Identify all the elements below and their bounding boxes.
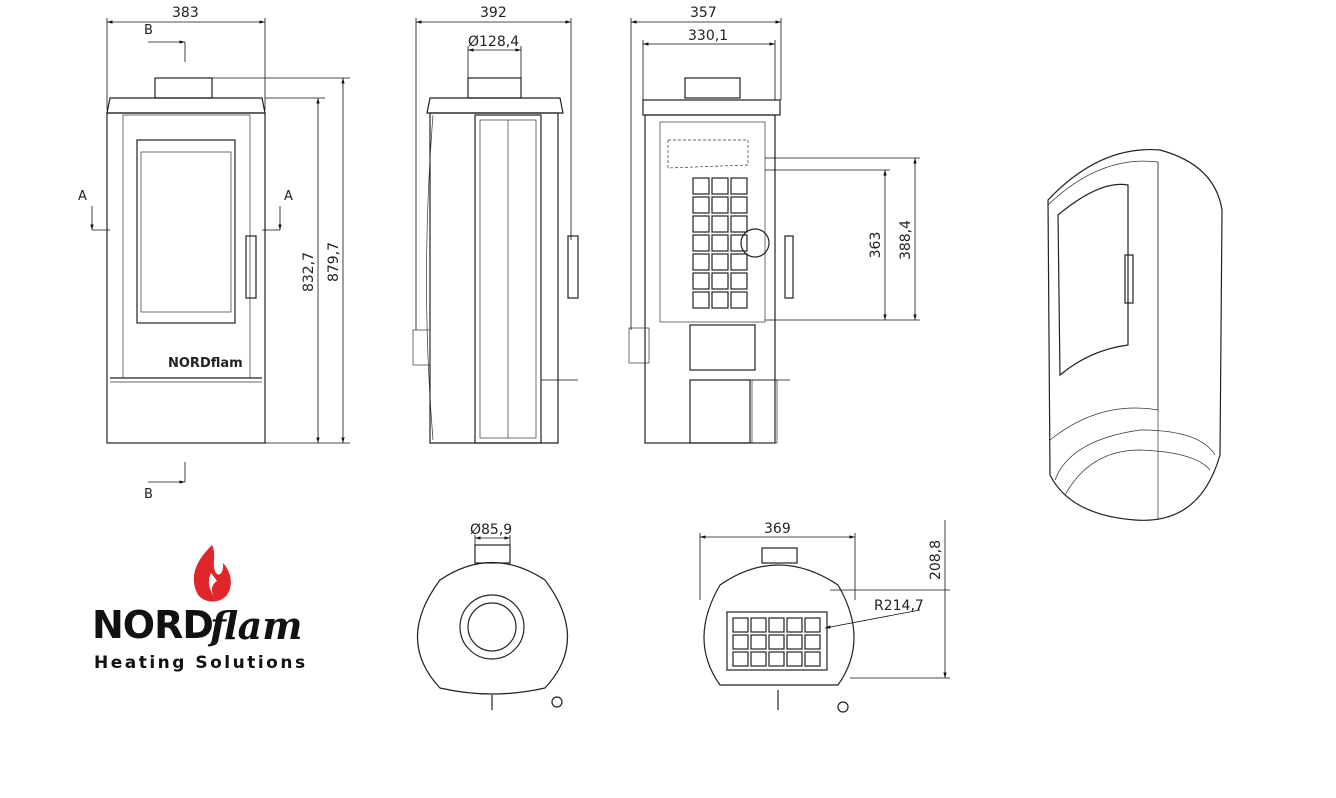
flame-icon <box>193 545 231 602</box>
firebrick-cell <box>768 634 785 650</box>
firebrick-cell <box>750 634 767 650</box>
firebrick-cell <box>711 272 729 290</box>
dim-section-inner-width: 330,1 <box>688 28 728 44</box>
firebrick-cell <box>786 651 803 667</box>
section-mark-b-top: B <box>144 23 153 38</box>
dim-firebox-height: 363 <box>868 232 884 259</box>
firebrick-cell <box>730 272 748 290</box>
nordflam-logo: NORD flam Heating Solutions <box>92 545 332 675</box>
bottom-view: 369 208,8 R214,7 <box>699 520 950 713</box>
firebrick-cell <box>730 253 748 271</box>
firebrick-cell <box>692 253 710 271</box>
firebrick-cell <box>692 196 710 214</box>
firebrick-cell <box>768 617 785 633</box>
firebrick-cell <box>730 291 748 309</box>
section-mark-a-left: A <box>78 189 87 204</box>
firebrick-cell <box>711 196 729 214</box>
firebrick-cell <box>711 291 729 309</box>
firebrick-cell <box>730 215 748 233</box>
firebrick-cell <box>692 291 710 309</box>
firebrick-cell <box>711 253 729 271</box>
firebrick-cell <box>692 177 710 195</box>
dim-front-height-total: 879,7 <box>326 242 342 282</box>
section-mark-b-bottom: B <box>144 487 153 502</box>
firebrick-cell <box>768 651 785 667</box>
firebrick-cell <box>732 617 749 633</box>
section-mark-a-right: A <box>284 189 293 204</box>
top-view: Ø85,9 <box>416 522 569 710</box>
dim-front-height-body: 832,7 <box>301 252 317 292</box>
firebrick-cell <box>692 234 710 252</box>
firebrick-cell <box>730 177 748 195</box>
dim-side-width: 392 <box>480 5 507 21</box>
firebrick-cell <box>732 634 749 650</box>
dim-firebox-height-outer: 388,4 <box>898 220 914 260</box>
firebrick-cell <box>711 177 729 195</box>
firebrick-cell <box>692 215 710 233</box>
side-view: 392 Ø128,4 <box>412 5 579 444</box>
isometric-view <box>1047 148 1223 521</box>
dim-side-flue-diameter: Ø128,4 <box>468 34 519 50</box>
firebrick-cell <box>750 617 767 633</box>
firebrick-cell <box>804 634 821 650</box>
firebrick-cell <box>711 234 729 252</box>
dim-front-width: 383 <box>172 5 199 21</box>
dim-bottom-depth: 208,8 <box>928 540 944 580</box>
firebrick-cell <box>711 215 729 233</box>
firebrick-cell <box>692 272 710 290</box>
front-view: NORDflam 383 832,7 879,7 B B A A <box>78 5 350 502</box>
logo-brand-bold: NORD <box>92 603 214 647</box>
firebrick-cell <box>750 651 767 667</box>
firebrick-cell <box>786 617 803 633</box>
dim-bottom-width: 369 <box>764 521 791 537</box>
firebrick-cell <box>804 617 821 633</box>
logo-tagline: Heating Solutions <box>94 653 308 673</box>
section-view: 357 330,1 363 388,4 <box>628 5 920 444</box>
dim-top-flue-diameter: Ø85,9 <box>470 522 512 538</box>
firebrick-cell <box>786 634 803 650</box>
dim-bottom-radius: R214,7 <box>874 598 924 614</box>
logo-brand-italic: flam <box>210 603 303 648</box>
firebrick-cell <box>730 234 748 252</box>
firebrick-cell <box>732 651 749 667</box>
firebrick-cell <box>730 196 748 214</box>
dim-section-width: 357 <box>690 5 717 21</box>
firebrick-cell <box>804 651 821 667</box>
front-badge: NORDflam <box>168 356 243 371</box>
